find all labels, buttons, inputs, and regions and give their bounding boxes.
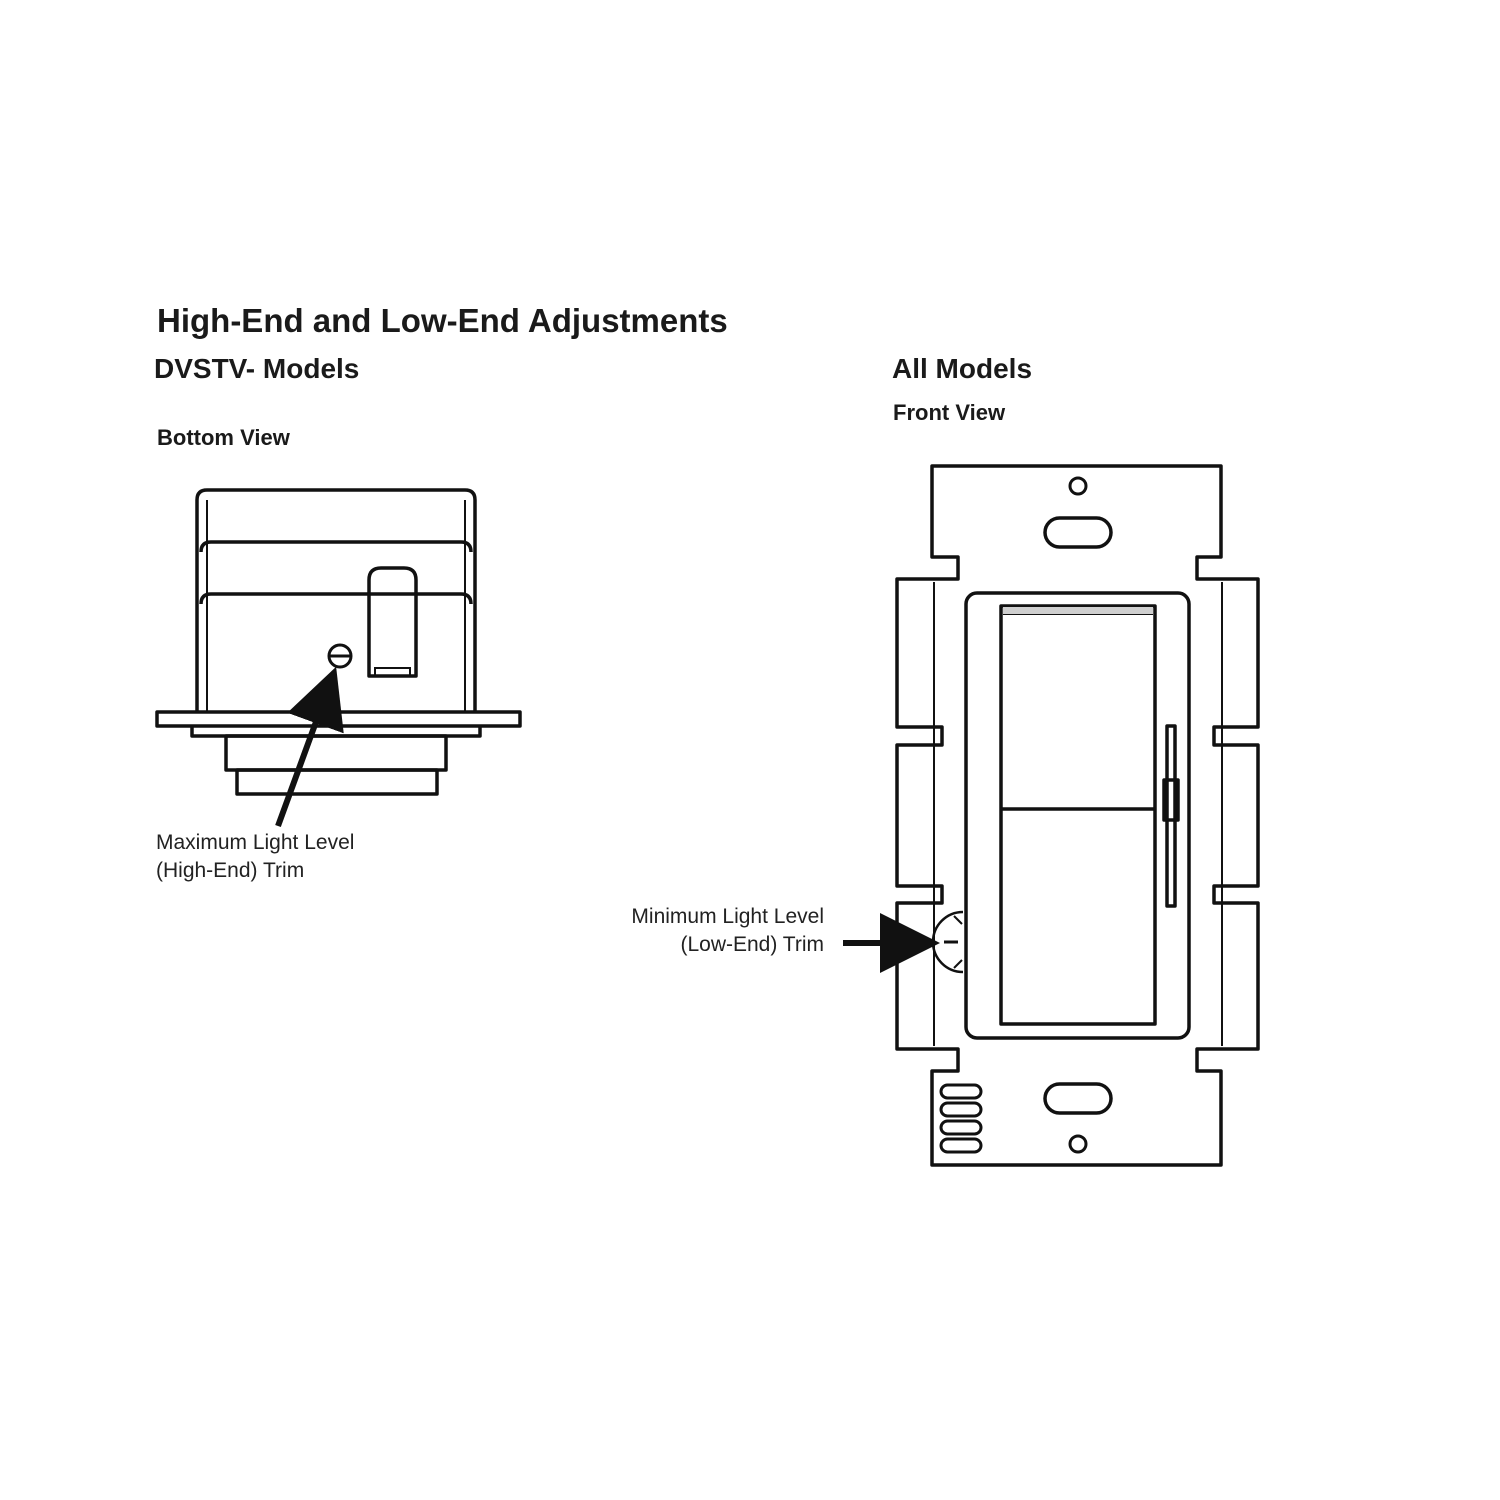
dimmer-bottom-view bbox=[155, 488, 522, 828]
right-section-heading: All Models bbox=[892, 353, 1033, 384]
high-end-trim-callout: Maximum Light Level (High-End) Trim bbox=[156, 829, 354, 885]
high-end-arrow bbox=[275, 666, 344, 828]
dimmer-base-step-2 bbox=[235, 768, 439, 796]
low-end-trim-callout: Minimum Light Level (Low-End) Trim bbox=[631, 903, 824, 959]
dimmer-body-band-1 bbox=[199, 540, 473, 553]
dimmer-front-view bbox=[843, 464, 1260, 1167]
dimmer-body-band-2 bbox=[199, 592, 473, 605]
high-end-callout-line1: Maximum Light Level bbox=[156, 831, 355, 854]
dimmer-tab bbox=[367, 566, 418, 678]
bottom-screw-hole-icon bbox=[1068, 1134, 1088, 1154]
top-mounting-slot bbox=[1043, 516, 1113, 549]
left-section-heading: DVSTV- Models bbox=[154, 353, 360, 384]
high-end-callout-line2: (High-End) Trim bbox=[156, 859, 305, 882]
front-view-label: Front View bbox=[893, 400, 1006, 425]
vent-slots bbox=[939, 1083, 983, 1154]
slider-track bbox=[1165, 724, 1177, 908]
dimmer-face-frame bbox=[964, 591, 1191, 1040]
slider-knob bbox=[1162, 778, 1180, 822]
dimmer-flange bbox=[155, 710, 522, 728]
high-end-trim-screw-icon bbox=[327, 643, 353, 669]
led-strip bbox=[1003, 607, 1153, 614]
rocker-paddle bbox=[999, 604, 1157, 1026]
top-screw-hole-icon bbox=[1068, 476, 1088, 496]
dimmer-body-top bbox=[195, 488, 477, 712]
page-title: High-End and Low-End Adjustments bbox=[157, 302, 728, 339]
low-end-callout-line2: (Low-End) Trim bbox=[680, 933, 824, 956]
bottom-mounting-slot bbox=[1043, 1082, 1113, 1115]
low-end-trim-dial-icon bbox=[931, 910, 964, 974]
dimmer-base-step-1 bbox=[224, 734, 448, 772]
low-end-callout-line1: Minimum Light Level bbox=[631, 905, 824, 928]
mounting-yoke bbox=[895, 464, 1260, 1167]
bottom-view-label: Bottom View bbox=[157, 425, 290, 450]
